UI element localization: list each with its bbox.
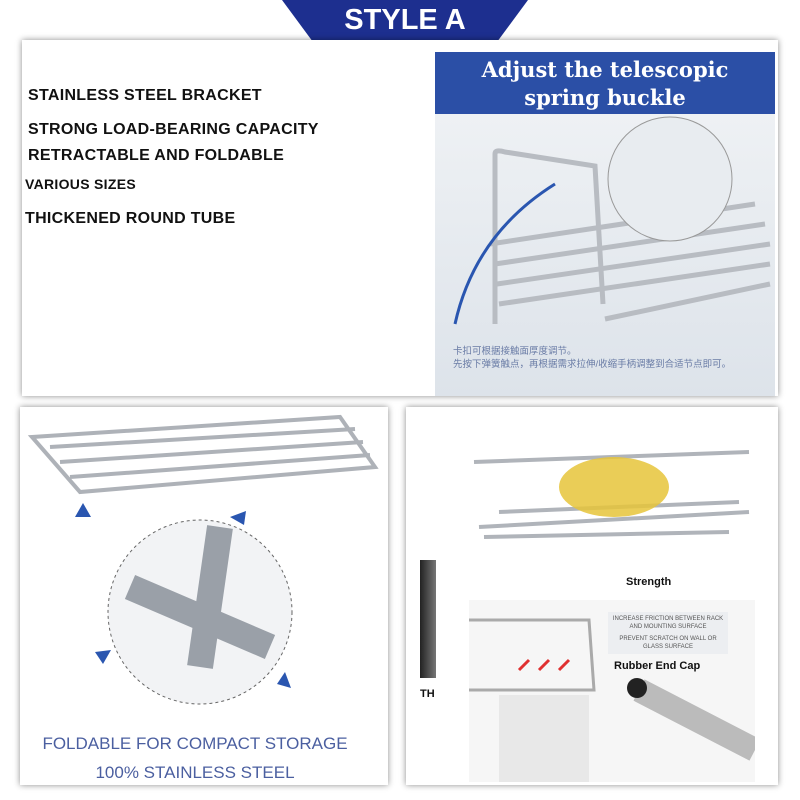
feature-2: STRONG LOAD-BEARING CAPACITY bbox=[28, 121, 319, 138]
style-banner: STYLE A bbox=[282, 0, 528, 40]
strength-label: Strength bbox=[626, 576, 672, 588]
cn-note-2: 先按下弹簧触点，再根据需求拉伸/收缩手柄调整到合适节点即可。 bbox=[453, 359, 732, 370]
feature-1: STAINLESS STEEL BRACKET bbox=[28, 87, 262, 104]
cn-note-1: 卡扣可根据接触面厚度调节。 bbox=[453, 346, 577, 357]
feature-4: VARIOUS SIZES bbox=[25, 176, 136, 192]
rack-with-bottle bbox=[473, 450, 750, 539]
folding-rack-illustration bbox=[27, 414, 379, 705]
bottom-left-panel bbox=[20, 407, 388, 785]
telescopic-heading: Adjust the telescopic spring buckle bbox=[435, 52, 775, 114]
end-cap-notes: INCREASE FRICTION BETWEEN RACK AND MOUNT… bbox=[608, 612, 728, 654]
cut-off-text: TH bbox=[420, 688, 435, 700]
partial-image-strip bbox=[420, 560, 436, 678]
note-scratch: PREVENT SCRATCH ON WALL OR GLASS SURFACE bbox=[619, 636, 717, 650]
caption-stainless: 100% STAINLESS STEEL bbox=[95, 763, 295, 782]
heading-line-2: spring buckle bbox=[524, 85, 686, 110]
telescopic-photo bbox=[435, 114, 775, 396]
strength-photo bbox=[469, 432, 755, 594]
rack-illustration bbox=[453, 116, 771, 325]
feature-5: THICKENED ROUND TUBE bbox=[25, 210, 236, 227]
note-friction: INCREASE FRICTION BETWEEN RACK AND MOUNT… bbox=[612, 616, 724, 630]
rack-with-hangers bbox=[469, 618, 761, 782]
heading-line-1: Adjust the telescopic bbox=[481, 57, 729, 82]
feature-3: RETRACTABLE AND FOLDABLE bbox=[28, 147, 285, 164]
end-cap-label: Rubber End Cap bbox=[614, 660, 701, 672]
caption-foldable: FOLDABLE FOR COMPACT STORAGE bbox=[42, 734, 348, 753]
